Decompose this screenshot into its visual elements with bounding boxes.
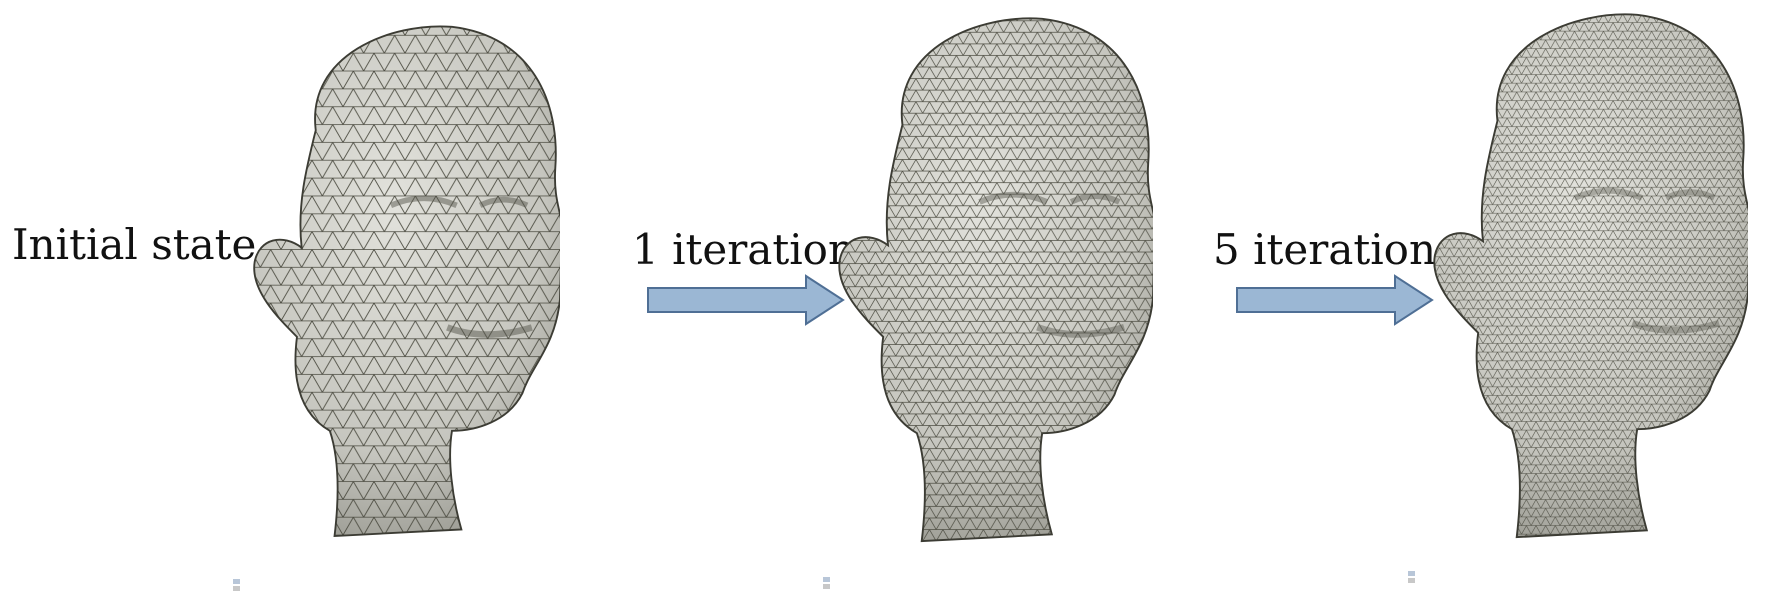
right-arrow-icon (1235, 274, 1435, 326)
image-placeholder-icon (1407, 570, 1416, 584)
mesh-head-five-iterations (1430, 0, 1748, 550)
mesh-head-initial (250, 8, 560, 553)
initial-state-label: Initial state (12, 224, 256, 266)
right-arrow-icon (646, 274, 846, 326)
mesh-head-one-iteration (835, 4, 1153, 554)
five-iterations-label: 5 iterations (1213, 229, 1458, 271)
image-placeholder-icon (232, 578, 241, 592)
one-iteration-label: 1 iteration (632, 229, 855, 271)
image-placeholder-icon (822, 576, 831, 590)
